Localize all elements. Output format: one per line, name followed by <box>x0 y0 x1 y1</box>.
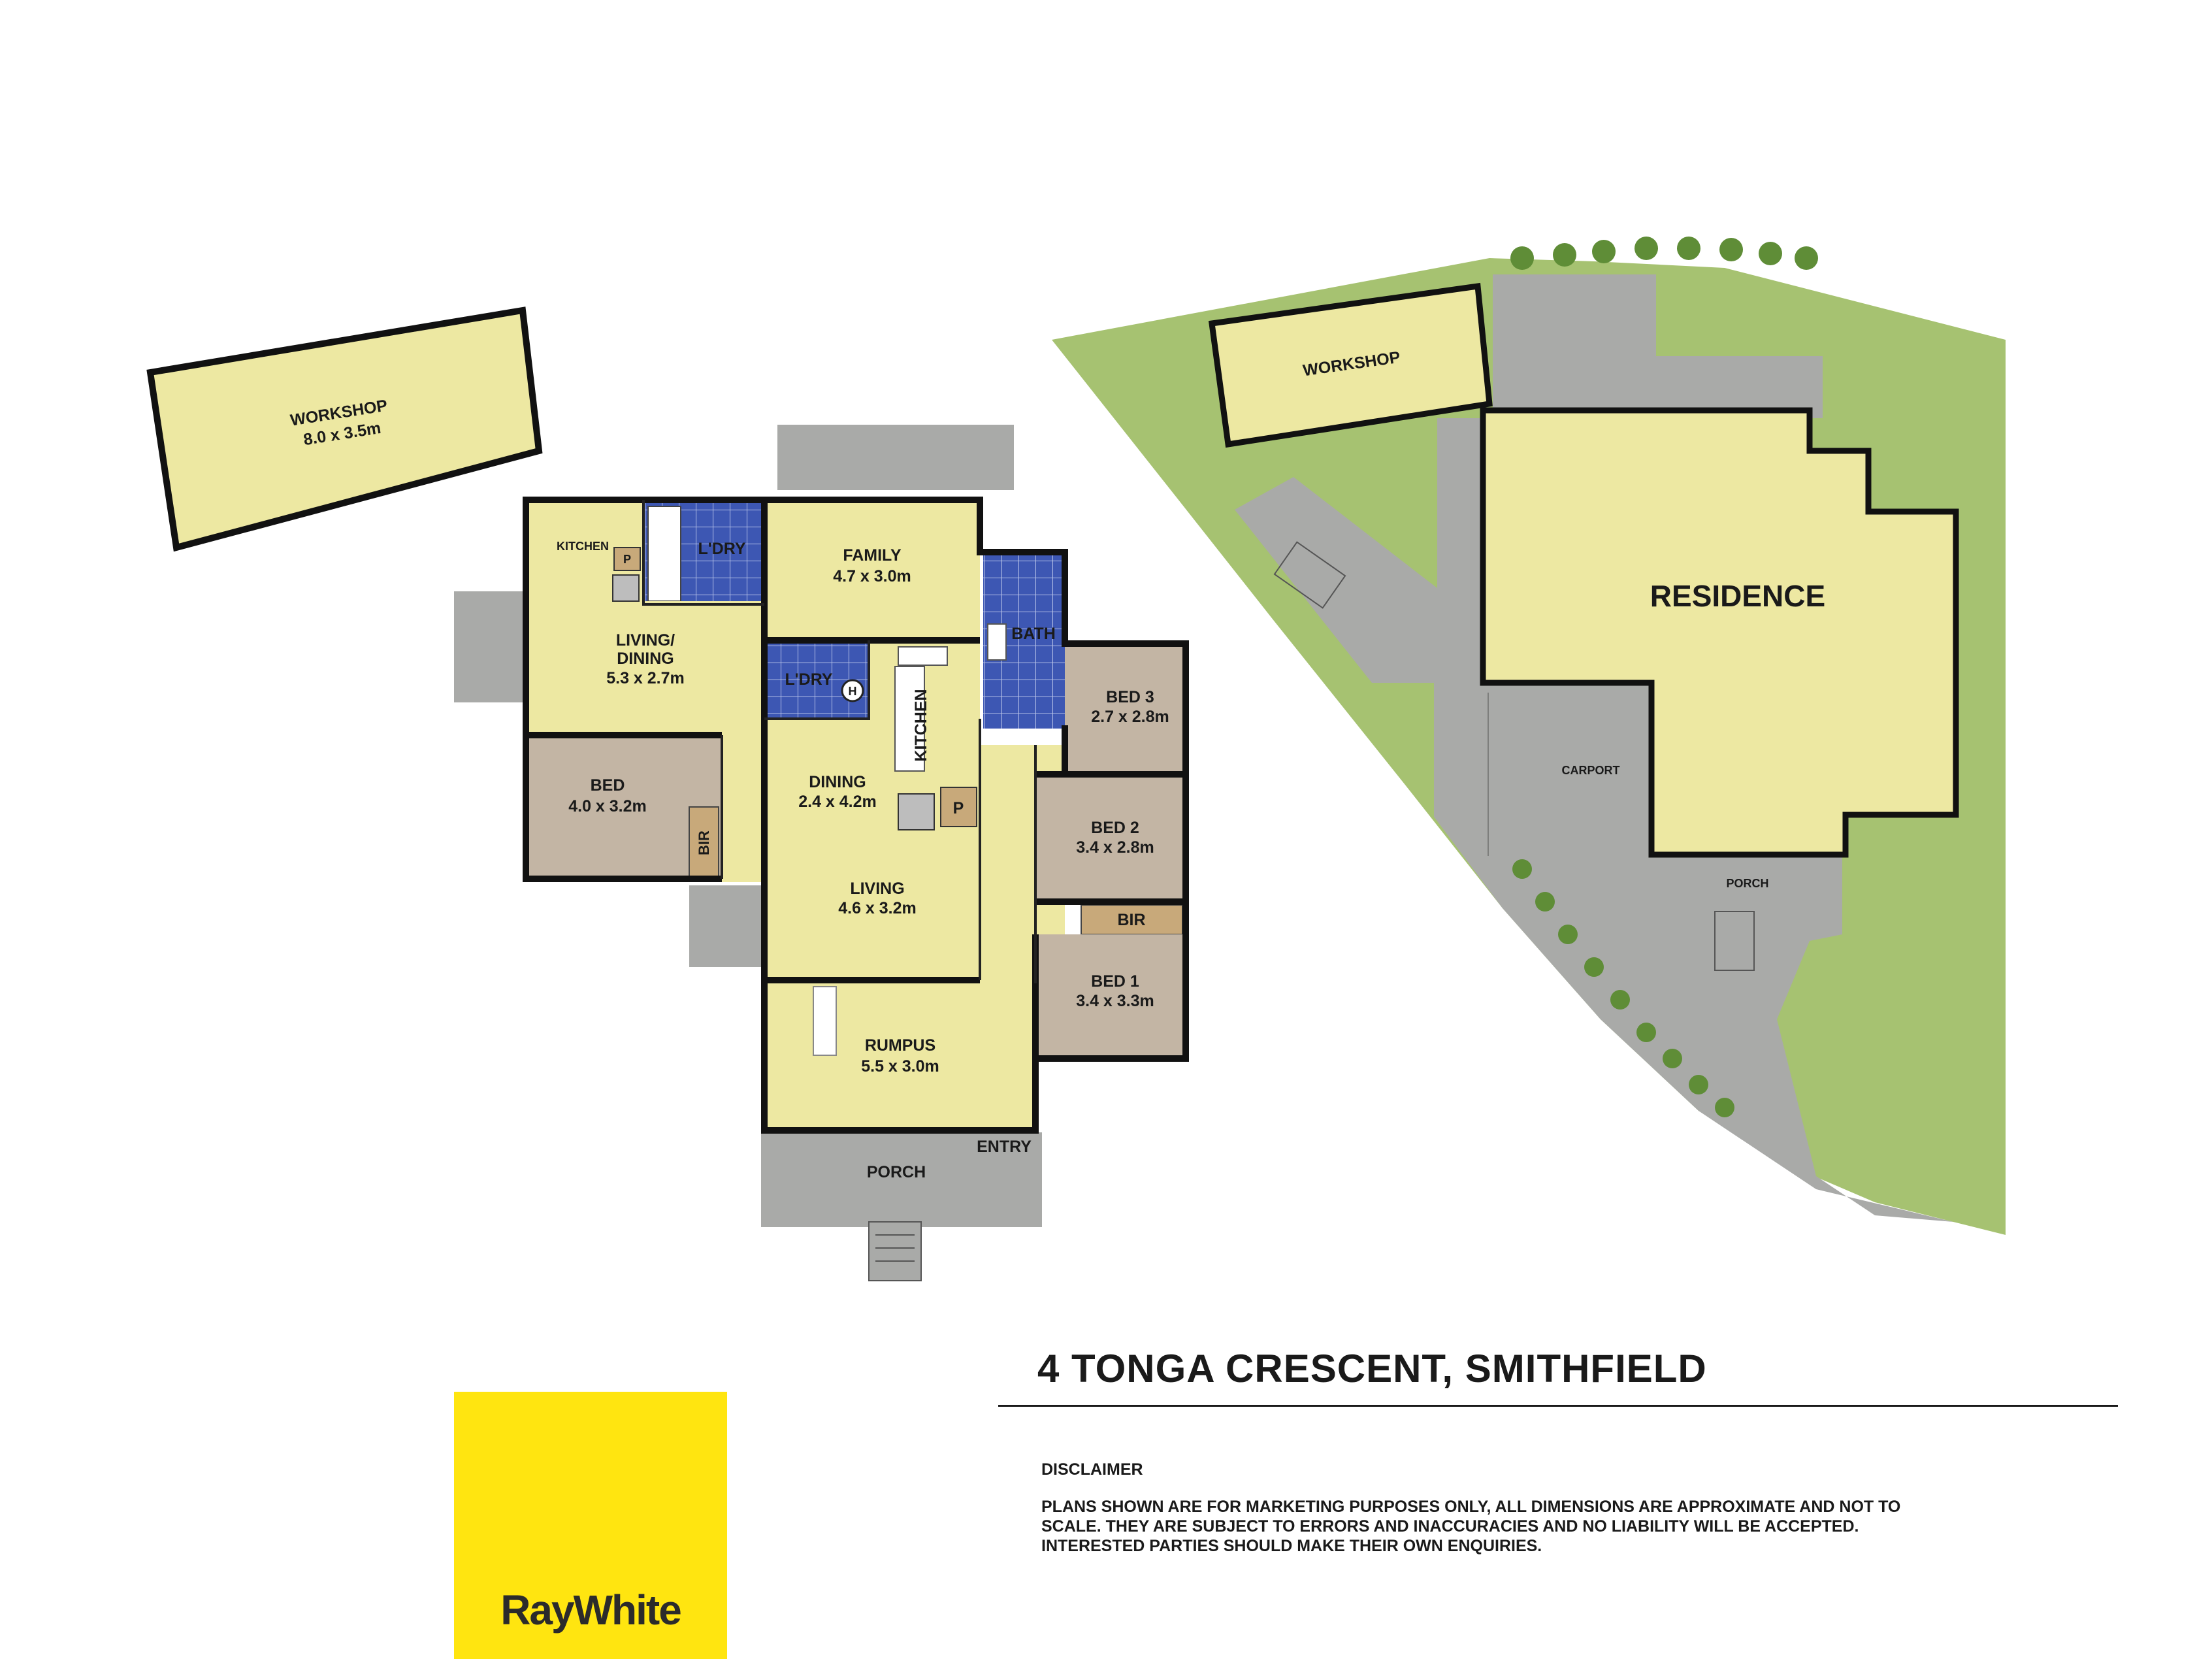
rumpus-column <box>813 986 837 1056</box>
walls <box>523 497 1189 1134</box>
family-room <box>764 500 980 640</box>
bathtub <box>647 506 681 602</box>
kitchen-main-sink <box>898 646 948 666</box>
hot-water-service <box>841 679 864 702</box>
bed-3-size: 2.7 x 2.8m <box>1091 708 1169 726</box>
kitchen-small-label: KITCHEN <box>557 540 609 553</box>
kitchen-main-label: KITCHEN <box>912 689 930 761</box>
site-carport-label: CARPORT <box>1562 764 1620 777</box>
living-dining-room <box>526 601 764 735</box>
bed-left-size: 4.0 x 3.2m <box>568 797 647 815</box>
living-dining-label: LIVING/ <box>616 631 675 649</box>
interior-walls <box>642 500 1037 983</box>
rumpus-size: 5.5 x 3.0m <box>861 1057 939 1076</box>
living-size: 4.6 x 3.2m <box>838 899 917 917</box>
rear-deck <box>777 425 1014 490</box>
front-steps <box>868 1221 922 1281</box>
property-address: 4 TONGA CRESCENT, SMITHFIELD <box>1037 1347 1707 1390</box>
pantry-2-label: P <box>953 799 964 817</box>
pantry-2 <box>940 787 977 827</box>
bed-left-label: BED <box>591 776 625 795</box>
dining-size: 2.4 x 4.2m <box>798 793 877 811</box>
dining-living-room <box>764 719 980 980</box>
disclaimer-text: PLANS SHOWN ARE FOR MARKETING PURPOSES O… <box>1041 1498 1901 1555</box>
living-label: LIVING <box>850 879 904 898</box>
raywhite-logo: RayWhite <box>454 1392 727 1659</box>
bir-left-label: BIR <box>696 830 712 855</box>
address-underline <box>998 1405 2118 1407</box>
bath-vanity <box>987 623 1007 661</box>
kitchen-small-hotplate <box>612 574 640 602</box>
laundry-1-label: L'DRY <box>698 540 745 558</box>
site-steps <box>1714 911 1755 971</box>
site-shrubs-side <box>1512 859 1734 1117</box>
front-porch-paving <box>761 1132 1042 1227</box>
site-plan: WORKSHOP RESIDENCE CARPORT PORCH <box>1052 237 2006 1235</box>
kitchen-bench <box>894 666 925 772</box>
porch-label: PORCH <box>867 1163 926 1181</box>
site-shrubs-top <box>1510 237 1818 270</box>
bed-3-room <box>1065 644 1186 771</box>
laundry-2-label: L'DRY <box>785 670 832 689</box>
site-workshop-outline <box>1208 282 1493 448</box>
site-residence-outline <box>1480 407 1959 858</box>
floor-plan: H WORKSHOP 8.0 x 3.5m KITCHEN P <box>146 306 1189 1281</box>
workshop-room <box>146 306 543 552</box>
bed-1-label: BED 1 <box>1091 972 1139 991</box>
site-porch-area <box>1434 683 1953 1222</box>
site-residence-label: RESIDENCE <box>1650 579 1825 613</box>
living-dining-label-2: DINING <box>617 649 674 668</box>
bed-1-size: 3.4 x 3.3m <box>1076 992 1154 1010</box>
family-label: FAMILY <box>843 546 902 565</box>
pantry-1 <box>613 547 641 571</box>
rumpus-room <box>764 983 1032 1130</box>
disclaimer-title: DISCLAIMER <box>1041 1460 1143 1479</box>
site-path <box>1235 477 1437 683</box>
side-paving-left <box>454 591 523 702</box>
bir-right-label: BIR <box>1117 911 1145 929</box>
bed-3-label: BED 3 <box>1106 688 1154 706</box>
site-porch-label: PORCH <box>1726 877 1768 890</box>
bed-2-label: BED 2 <box>1091 819 1139 837</box>
entry-label: ENTRY <box>977 1138 1032 1156</box>
living-dining-size: 5.3 x 2.7m <box>606 669 685 687</box>
side-paving-bottom <box>689 885 764 967</box>
hot-water-label: H <box>849 685 857 698</box>
family-size: 4.7 x 3.0m <box>833 567 911 585</box>
dining-label: DINING <box>809 773 866 791</box>
hall-left <box>722 735 764 882</box>
raywhite-logo-text: RayWhite <box>500 1586 682 1634</box>
bir-left-robe <box>689 806 719 879</box>
pantry-1-label: P <box>623 553 631 566</box>
bath-label: BATH <box>1011 625 1056 643</box>
site-bench <box>1273 541 1346 609</box>
kitchen-main-hotplate <box>898 793 935 830</box>
rumpus-label: RUMPUS <box>865 1036 935 1055</box>
bed-1-room <box>1035 934 1186 1059</box>
bed-2-size: 3.4 x 2.8m <box>1076 838 1154 857</box>
bed-2-room <box>1035 774 1186 902</box>
